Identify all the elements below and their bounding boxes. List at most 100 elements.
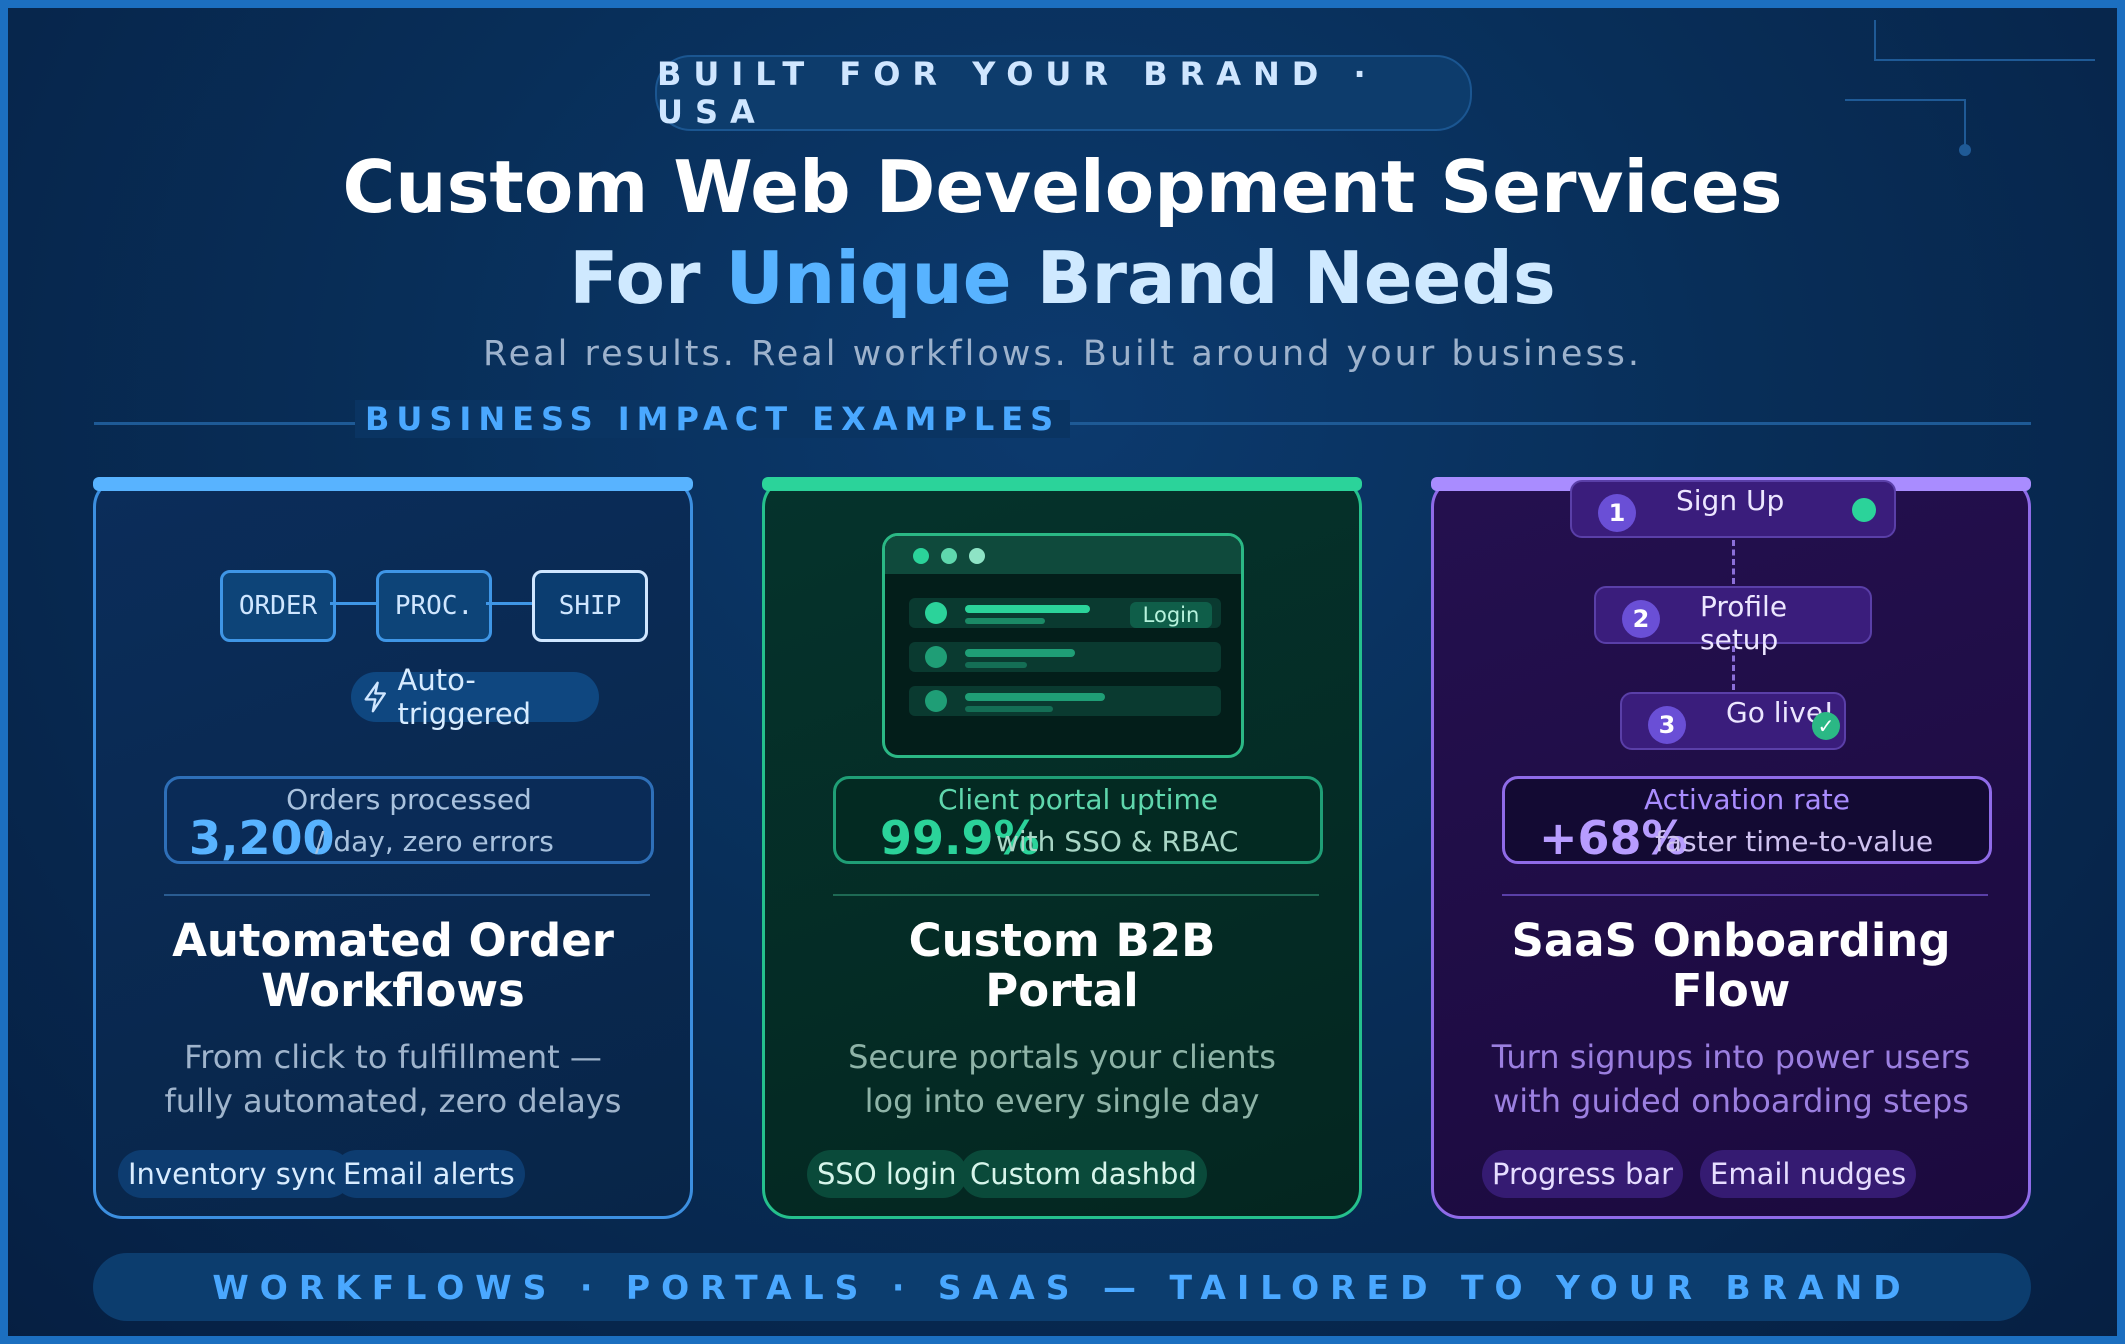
card-automated-order-workflows: ORDER PROC. SHIP Auto-triggered Orders p… xyxy=(93,477,693,1219)
card-desc-line2: fully automated, zero delays xyxy=(164,1082,622,1120)
title-highlight: Unique xyxy=(725,236,1012,320)
flow-node-label: PROC. xyxy=(394,591,474,621)
stat-value: 3,200 xyxy=(189,811,335,865)
card-divider xyxy=(164,894,650,896)
tag-label: Email alerts xyxy=(343,1157,515,1191)
window-dot-icon xyxy=(941,548,957,564)
title-prefix: For xyxy=(569,236,726,320)
onboarding-step-3: 3 Go live! ✓ xyxy=(1620,692,1846,750)
card-title-line2: Workflows xyxy=(261,964,525,1017)
flow-connector xyxy=(486,602,532,605)
step-label: Profile setup xyxy=(1700,590,1788,656)
stat-label: Client portal uptime xyxy=(938,783,1218,816)
step-connector xyxy=(1732,540,1735,584)
step-connector xyxy=(1732,646,1735,690)
tag-progress-bar: Progress bar xyxy=(1482,1150,1684,1198)
tag-inventory-sync: Inventory sync xyxy=(118,1150,353,1198)
card-desc-line2: log into every single day xyxy=(864,1082,1260,1120)
stat-box: Activation rate +68% faster time-to-valu… xyxy=(1502,776,1992,865)
row-line xyxy=(965,662,1027,668)
tag-sso-login: SSO login xyxy=(807,1150,967,1198)
title-suffix: Brand Needs xyxy=(1011,236,1556,320)
eyebrow-pill: BUILT FOR YOUR BRAND · USA xyxy=(655,55,1472,131)
flow-node-proc: PROC. xyxy=(376,570,492,642)
row-line xyxy=(965,693,1105,701)
page-title-line2: For Unique Brand Needs xyxy=(0,236,2125,320)
flow-connector xyxy=(330,602,376,605)
stat-value: 99.9% xyxy=(880,811,1040,865)
window-dot-icon xyxy=(913,548,929,564)
card-divider xyxy=(1502,894,1988,896)
login-button-label: Login xyxy=(1142,603,1200,627)
eyebrow-text: BUILT FOR YOUR BRAND · USA xyxy=(657,55,1378,131)
stat-label: Orders processed xyxy=(286,783,532,816)
tag-label: Progress bar xyxy=(1492,1157,1674,1191)
card-description: From click to fulfillment — fully automa… xyxy=(96,1035,690,1123)
badge-label: Auto-triggered xyxy=(397,663,532,731)
onboarding-step-2: 2 Profile setup xyxy=(1594,586,1872,656)
stat-sub: faster time-to-value xyxy=(1655,825,1934,858)
auto-triggered-badge: Auto-triggered xyxy=(351,663,599,731)
tag-custom-dashbd: Custom dashbd xyxy=(960,1150,1207,1198)
card-title-line2: Portal xyxy=(985,964,1139,1017)
step-label: Sign Up xyxy=(1676,484,1785,517)
card-title-line1: SaaS Onboarding xyxy=(1511,914,1951,967)
card-accent-bar xyxy=(762,477,1362,491)
row-dot-icon xyxy=(925,690,947,712)
stat-value: +68% xyxy=(1539,811,1688,865)
card-title: SaaS Onboarding Flow xyxy=(1434,916,2028,1016)
stat-box: Client portal uptime 99.9% with SSO & RB… xyxy=(833,776,1323,865)
row-line xyxy=(965,605,1090,613)
card-title-line2: Flow xyxy=(1671,964,1791,1017)
card-desc-line2: with guided onboarding steps xyxy=(1493,1082,1969,1120)
portal-row xyxy=(909,642,1221,672)
row-line xyxy=(965,706,1053,712)
status-dot-icon xyxy=(1852,498,1876,522)
card-title-line1: Custom B2B xyxy=(908,914,1216,967)
stat-label: Activation rate xyxy=(1644,783,1850,816)
flow-node-label: ORDER xyxy=(238,591,318,621)
portal-mockup: Login xyxy=(882,533,1244,758)
tag-label: Custom dashbd xyxy=(970,1157,1197,1191)
stat-sub: with SSO & RBAC xyxy=(996,825,1239,858)
flow-node-ship: SHIP xyxy=(532,570,648,642)
card-divider xyxy=(833,894,1319,896)
flow-node-label: SHIP xyxy=(558,591,622,621)
row-line xyxy=(965,618,1045,624)
row-dot-icon xyxy=(925,602,947,624)
card-desc-line1: Secure portals your clients xyxy=(848,1038,1276,1076)
portal-row xyxy=(909,686,1221,716)
tag-label: Inventory sync xyxy=(128,1157,343,1191)
row-line xyxy=(965,649,1075,657)
browser-titlebar xyxy=(885,536,1241,574)
stat-box: Orders processed 3,200 / day, zero error… xyxy=(164,776,654,865)
tag-label: SSO login xyxy=(817,1157,957,1191)
card-desc-line1: Turn signups into power users xyxy=(1491,1038,1971,1076)
flow-node-order: ORDER xyxy=(220,570,336,642)
lightning-icon xyxy=(364,681,386,713)
footer-banner: WORKFLOWS · PORTALS · SAAS — TAILORED TO… xyxy=(93,1253,2031,1321)
card-title-line1: Automated Order xyxy=(172,914,614,967)
circuit-decoration xyxy=(1845,20,2095,156)
card-description: Turn signups into power users with guide… xyxy=(1434,1035,2028,1123)
bottom-accent-line xyxy=(0,1336,2125,1344)
card-desc-line1: From click to fulfillment — xyxy=(184,1038,602,1076)
top-accent-line xyxy=(0,0,2125,8)
footer-text: WORKFLOWS · PORTALS · SAAS — TAILORED TO… xyxy=(212,1267,1912,1307)
card-saas-onboarding-flow: 1 Sign Up 2 Profile setup 3 Go live! ✓ A… xyxy=(1431,477,2031,1219)
section-label: BUSINESS IMPACT EXAMPLES xyxy=(355,400,1071,438)
step-number: 3 xyxy=(1648,706,1686,744)
page-title: Custom Web Development Services xyxy=(342,145,1783,229)
page-subtitle: Real results. Real workflows. Built arou… xyxy=(482,334,1643,374)
row-dot-icon xyxy=(925,646,947,668)
card-title: Custom B2B Portal xyxy=(765,916,1359,1016)
step-number: 2 xyxy=(1622,600,1660,638)
tag-label: Email nudges xyxy=(1710,1157,1907,1191)
check-icon: ✓ xyxy=(1812,712,1840,740)
onboarding-step-1: 1 Sign Up xyxy=(1570,480,1896,538)
login-button[interactable]: Login xyxy=(1130,602,1212,628)
stat-sub: / day, zero errors xyxy=(315,825,554,858)
card-title: Automated Order Workflows xyxy=(96,916,690,1016)
window-dot-icon xyxy=(969,548,985,564)
tag-email-nudges: Email nudges xyxy=(1700,1150,1917,1198)
